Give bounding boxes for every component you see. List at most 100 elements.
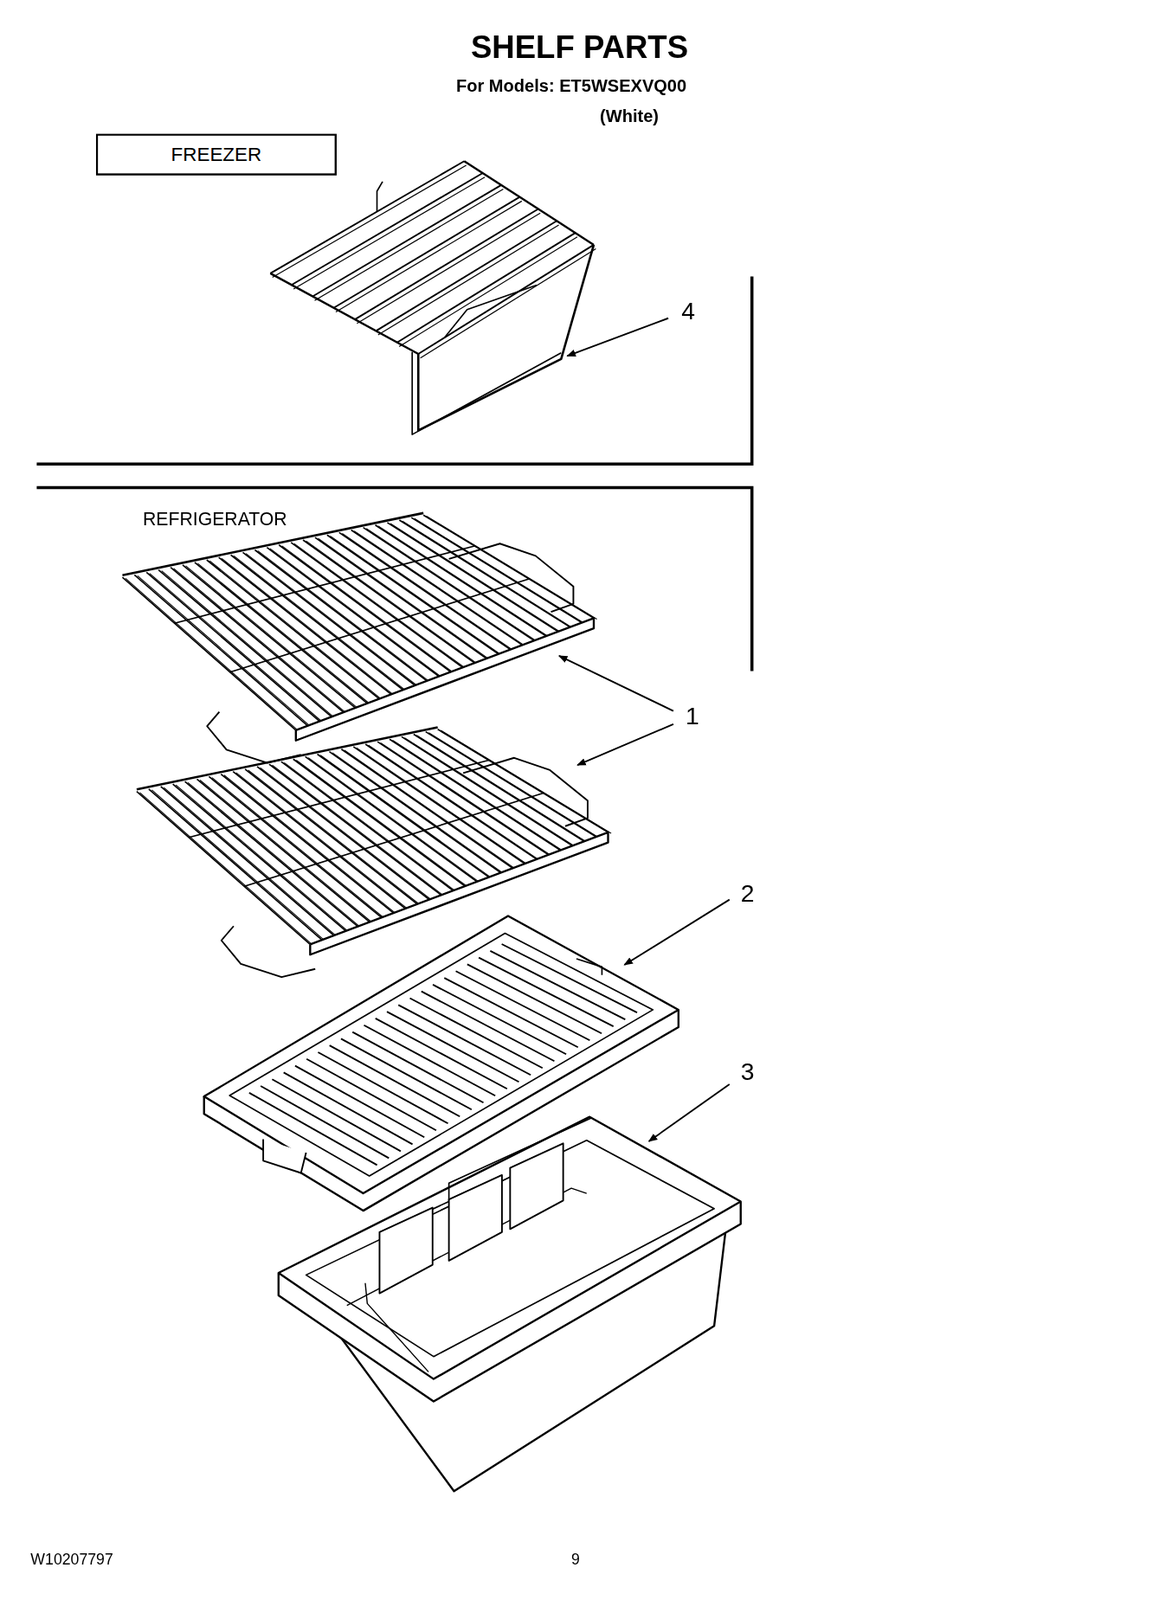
bin-inner	[306, 1140, 715, 1358]
callout-number: 1	[685, 702, 700, 730]
callout-number: 4	[681, 297, 696, 325]
shelf-wire	[411, 517, 582, 623]
cover-slot	[502, 944, 638, 1013]
cover-slot	[375, 1018, 508, 1089]
shelf-wire	[437, 729, 609, 833]
shelf-wire	[375, 220, 557, 331]
shelf-wire	[283, 762, 457, 892]
shelf-wire	[231, 554, 404, 690]
shelf-wire	[293, 759, 466, 887]
shelf-wire	[378, 526, 549, 638]
shelf-wire	[363, 527, 535, 642]
shelf-wire	[182, 565, 356, 709]
shelf-wire	[414, 518, 586, 624]
cover-slot	[421, 991, 555, 1063]
shelf-wire	[296, 759, 469, 888]
shelf-leg	[418, 244, 594, 432]
cover-slot	[283, 1072, 413, 1145]
shelf-wire	[327, 534, 499, 655]
cover-slot	[306, 1059, 437, 1132]
shelf-rod	[136, 727, 438, 790]
shelf-wire	[365, 744, 537, 860]
shelf-wire	[170, 567, 344, 714]
shelf-wire	[173, 784, 347, 932]
leader-line	[624, 900, 729, 966]
shelf-wire	[270, 548, 443, 678]
shelf-wire	[315, 189, 504, 302]
cover-slot	[444, 978, 578, 1048]
section-bracket	[36, 276, 752, 671]
shelf-wire	[339, 532, 511, 650]
shelf-wire	[257, 766, 430, 901]
shelf-wire	[270, 160, 464, 274]
shelf-wire	[206, 560, 380, 700]
callout-number: 2	[740, 880, 755, 908]
leader-line	[577, 724, 674, 766]
shelf-wire	[282, 546, 455, 674]
shelf-wire	[260, 767, 433, 902]
shelf-wire	[341, 749, 513, 870]
cover-slot	[329, 1045, 460, 1117]
shelf-wire	[399, 237, 578, 348]
shelf-wire	[351, 529, 523, 645]
shelf-wire	[158, 570, 332, 718]
page-title: SHELF PARTS	[470, 30, 689, 65]
cover-slot	[364, 1025, 496, 1097]
shelf-wire	[218, 557, 392, 695]
cover-slot	[271, 1079, 401, 1152]
cover-tab	[263, 1139, 307, 1174]
cover-slot	[295, 1066, 425, 1139]
bin-divider	[379, 1208, 432, 1295]
cover-tab	[576, 959, 602, 976]
cover-slot	[467, 964, 602, 1034]
shelf-wire	[420, 249, 597, 359]
shelf-handle	[221, 926, 316, 978]
cover-slot	[456, 971, 591, 1041]
shelf-wire	[354, 208, 539, 320]
shelf-wire	[244, 793, 544, 888]
shelf-wire	[185, 781, 359, 928]
shelf-wire	[335, 200, 522, 312]
model-number: For Models: ET5WSEXVQ00	[456, 77, 687, 97]
shelf-wire	[312, 185, 502, 297]
bin-divider	[449, 1175, 503, 1262]
shelf-wire	[390, 523, 561, 633]
shelf-wire	[243, 552, 416, 686]
shelf-wire	[244, 769, 418, 905]
shelf-wire	[377, 741, 549, 856]
shelf-wire	[290, 542, 463, 668]
shelf-rail	[309, 832, 608, 955]
shelf-rail	[463, 160, 594, 245]
shelf-wire	[428, 733, 599, 838]
shelf-wire	[271, 765, 445, 896]
shelf-wire	[272, 165, 467, 278]
leader-line	[559, 656, 674, 712]
shelf-wire	[196, 779, 370, 922]
shelf-wire	[281, 761, 454, 891]
shelf-wire	[418, 244, 594, 355]
parts-drawing	[122, 160, 741, 1492]
shelf-wire	[254, 550, 427, 682]
shelf-wire	[266, 547, 439, 677]
leader-line	[649, 1084, 730, 1142]
shelf-wire	[425, 732, 597, 838]
cover-slot	[341, 1038, 472, 1110]
section-title: FREEZER	[171, 143, 263, 167]
section-box: FREEZER	[96, 133, 337, 175]
shelf-wire	[315, 537, 487, 659]
bin-rim	[278, 1117, 741, 1403]
shelf-wire	[317, 754, 490, 878]
cover-slot	[410, 998, 543, 1069]
shelf-wire	[232, 772, 406, 909]
shelf-wire	[328, 752, 501, 874]
shelf-wire	[356, 212, 541, 324]
shelf-wire	[278, 545, 451, 673]
shelf-wire	[269, 764, 442, 896]
shelf-leg	[412, 352, 561, 435]
shelf-rail	[296, 618, 594, 741]
shelf-wire	[188, 759, 490, 838]
shelf-wire	[230, 579, 530, 673]
shelf-wire	[220, 774, 393, 915]
